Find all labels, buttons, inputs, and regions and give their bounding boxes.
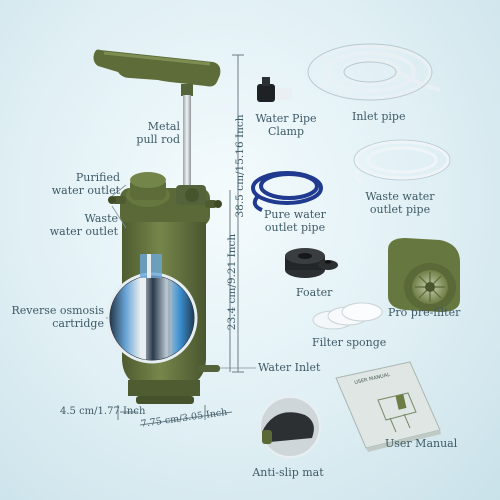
label-filter-sponge: Filter sponge [312, 336, 386, 349]
dim-width: 4.5 cm/1.77 Inch [60, 405, 145, 418]
waste-outlet-text: Waste water outlet [49, 212, 118, 238]
label-user-manual: User Manual [385, 437, 457, 450]
leader-lines [106, 184, 256, 369]
dim-width-text: 4.5 cm/1.77 Inch [60, 406, 146, 417]
waste-outlet-pipe-text: Waste water outlet pipe [365, 190, 435, 216]
water-inlet-text: Water Inlet [258, 361, 321, 374]
label-inlet-pipe: Inlet pipe [352, 110, 406, 123]
purified-outlet-text: Purified water outlet [51, 171, 120, 197]
anti-slip-mat-inset [259, 396, 321, 458]
dim-total-height-text: 38.5 cm/15.16 Inch [234, 114, 246, 218]
label-pro-prefilter: Pro pre-filter [388, 306, 460, 319]
dim-body-height: 23.4 cm/9.21 Inch [226, 212, 238, 352]
pull-rod [183, 95, 191, 190]
foater-text: Foater [296, 286, 333, 299]
inlet-pipe-text: Inlet pipe [352, 110, 406, 123]
pipe-clamp-text: Water Pipe Clamp [255, 112, 317, 138]
label-metal-pull-rod: Metal pull rod [128, 120, 180, 146]
pro-prefilter-text: Pro pre-filter [388, 306, 461, 319]
filter-head [108, 172, 222, 226]
label-purified-water-outlet: Purified water outlet [32, 171, 120, 197]
label-waste-water-outlet-pipe: Waste water outlet pipe [358, 190, 442, 216]
water-inlet-spout [198, 365, 220, 372]
inlet-pipe-coil [308, 44, 441, 100]
foater-item [285, 248, 338, 278]
filter-sponge-item [312, 302, 383, 330]
waste-water-pipe-coil [354, 140, 450, 184]
label-foater: Foater [296, 286, 332, 299]
pure-water-pipe-coil [251, 171, 323, 212]
user-manual-item [335, 361, 441, 452]
ro-cartridge-cutaway [106, 272, 198, 364]
label-anti-slip-mat: Anti-slip mat [238, 466, 338, 479]
pre-filter-item [388, 238, 460, 312]
label-waste-water-outlet: Waste water outlet [25, 212, 118, 238]
dim-body-height-text: 23.4 cm/9.21 Inch [226, 233, 238, 331]
label-water-inlet: Water Inlet [258, 361, 320, 374]
ro-cartridge-text: Reverse osmosis cartridge [11, 304, 104, 330]
t-handle [93, 49, 221, 96]
filter-sponge-text: Filter sponge [312, 336, 387, 349]
pipe-clamp-item [257, 77, 292, 102]
user-manual-text: User Manual [385, 437, 458, 450]
dimension-lines [117, 54, 244, 426]
label-pipe-clamp: Water Pipe Clamp [250, 112, 322, 138]
metal-pull-rod-text: Metal pull rod [136, 120, 180, 146]
label-pure-water-outlet-pipe: Pure water outlet pipe [256, 208, 334, 234]
inlet-pipe-edges [307, 43, 433, 101]
anti-slip-mat-text: Anti-slip mat [252, 466, 324, 479]
pure-outlet-pipe-text: Pure water outlet pipe [264, 208, 326, 234]
label-ro-cartridge: Reverse osmosis cartridge [4, 304, 104, 330]
